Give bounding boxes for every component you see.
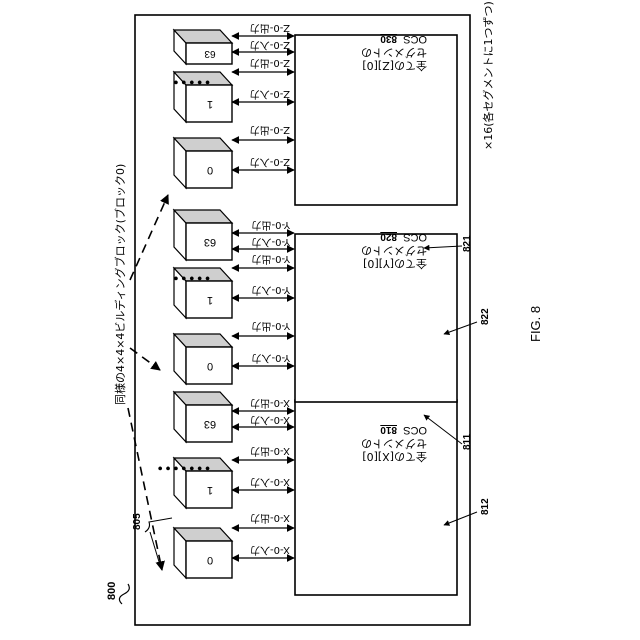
z-dots: ••••• [170, 75, 210, 91]
x-out-label-0: X-0-出力 [250, 512, 290, 525]
ocs-z-line3: OCS [403, 33, 427, 45]
z-cube-63: 63 [174, 30, 232, 64]
ocs-y-line1: 全ての[Y][0] [363, 257, 427, 271]
y-input-ref: 821 [462, 235, 473, 252]
block-ref-label: 805 [132, 513, 143, 530]
y-output-ref: 822 [480, 308, 491, 325]
switch-group-y: 全ての[Y][0] セグメントの OCS 820 Y-0-入力 Y-0-出力 Y… [170, 210, 491, 402]
x-cube-0: 0 [174, 528, 232, 578]
svg-text:1: 1 [207, 484, 213, 496]
svg-text:63: 63 [204, 236, 216, 248]
z-in-label-0: Z-0-入力 [250, 156, 290, 169]
z-out-label-0: Z-0-出力 [250, 124, 290, 137]
y-cube-63: 63 [174, 210, 232, 260]
y-links [232, 233, 294, 366]
ocs-y-line2: セグメントの [361, 244, 427, 258]
x-out-label-63: X-0-出力 [250, 397, 290, 410]
x-in-label-63: X-0-入力 [250, 414, 290, 427]
svg-text:0: 0 [207, 164, 213, 176]
x-in-label-0: X-0-入力 [250, 544, 290, 557]
svg-text:1: 1 [207, 98, 213, 110]
y-in-label-0: Y-0-入力 [251, 352, 291, 365]
z-out-label-63: Z-0-出力 [250, 22, 290, 35]
block-ref-leader [150, 532, 160, 565]
switch-group-x: 全ての[X][0] セグメントの OCS 810 X-0-入力 X-0-出力 X… [155, 392, 491, 595]
multiplier-note: ×16(各セグメントに1つずつ) [481, 1, 495, 150]
dashed-arrow-to-x-block [128, 408, 162, 570]
ocs-z-line1: 全ての[Z][0] [362, 59, 427, 73]
svg-text:1: 1 [207, 294, 213, 306]
rotated-sheet: 800 805 同様の4×4×4ビルディングブロック(ブロック0) 全ての[X]… [106, 1, 543, 625]
z-links [232, 36, 294, 170]
block-ref-squiggle [145, 518, 172, 532]
x-in-label-1: X-0-入力 [250, 476, 290, 489]
ocs-x-line2: セグメントの [361, 437, 427, 451]
ocs-x-line1: 全ての[X][0] [362, 450, 427, 464]
x-dots: ••••••• [155, 461, 210, 477]
z-cube-0: 0 [174, 138, 232, 188]
ocs-z-ref: 830 [380, 33, 397, 44]
y-out-label-63: Y-0-出力 [251, 219, 291, 232]
z-out-label-1: Z-0-出力 [250, 57, 290, 70]
ocs-z-line2: セグメントの [361, 46, 427, 60]
x-cube-63: 63 [174, 392, 232, 442]
svg-text:0: 0 [207, 360, 213, 372]
system-ref-squiggle [119, 584, 129, 604]
y-dots: ••••• [170, 271, 210, 287]
z-in-label-63: Z-0-入力 [250, 39, 290, 52]
svg-text:63: 63 [204, 48, 216, 59]
y-out-label-1: Y-0-出力 [251, 253, 291, 266]
x-output-ref: 812 [480, 498, 491, 515]
ocs-x-switch [295, 400, 457, 595]
svg-text:63: 63 [204, 418, 216, 430]
figure-caption: FIG. 8 [528, 306, 543, 342]
switch-group-z: 全ての[Z][0] セグメントの OCS 830 Z-0-入力 Z-0-出力 Z… [170, 22, 457, 205]
ocs-x-ref: 810 [380, 424, 397, 435]
y-in-label-1: Y-0-入力 [251, 284, 291, 297]
y-out-label-0: Y-0-出力 [251, 320, 291, 333]
ocs-y-line3: OCS [403, 231, 427, 243]
y-cube-0: 0 [174, 334, 232, 384]
same-blocks-note: 同様の4×4×4ビルディングブロック(ブロック0) [113, 164, 127, 405]
x-out-label-1: X-0-出力 [250, 445, 290, 458]
ocs-y-ref: 820 [380, 231, 397, 242]
svg-text:0: 0 [207, 554, 213, 566]
system-ref-label: 800 [106, 582, 118, 600]
x-input-ref: 811 [462, 433, 473, 450]
z-in-label-1: Z-0-入力 [250, 88, 290, 101]
y-in-label-63: Y-0-入力 [251, 236, 291, 249]
ocs-x-line3: OCS [403, 424, 427, 436]
